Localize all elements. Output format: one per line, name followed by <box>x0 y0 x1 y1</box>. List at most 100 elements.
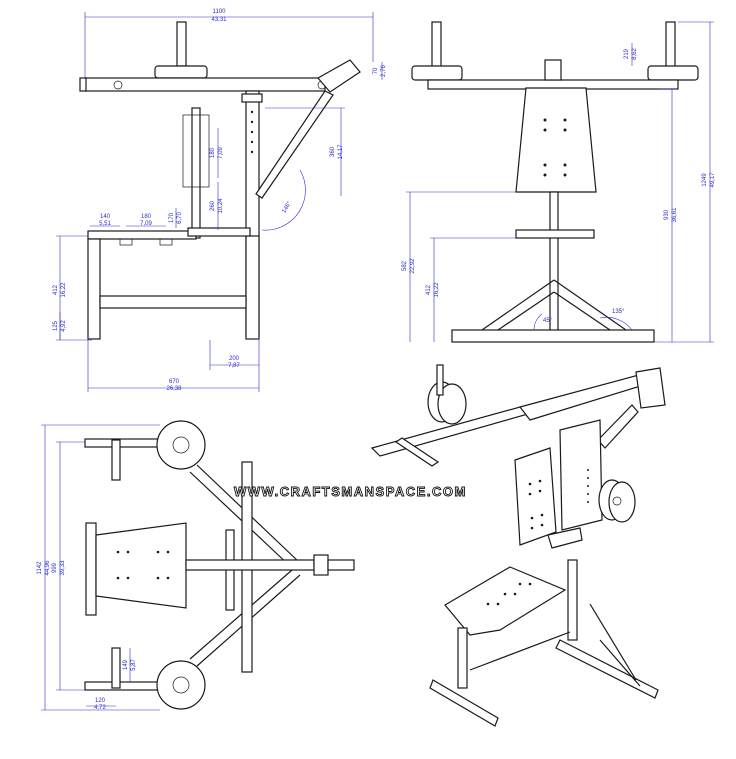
top-peg-upper <box>111 439 121 481</box>
base-rail <box>99 295 247 309</box>
top-lever-end <box>327 559 355 571</box>
top-peg-lower <box>111 647 121 689</box>
plate-lower <box>156 660 206 710</box>
dim-seat-hole-span-in: 7,09 <box>140 221 152 227</box>
side-view: 1100 43,31 70 2,76 <box>53 9 387 392</box>
dim-seat-offset-mm: 140 <box>100 214 111 220</box>
iso-backrest-holes <box>528 479 544 530</box>
iso-column-holes <box>587 469 589 503</box>
top-view: 1142 44,96 999 39,33 149 5,87 120 4,72 <box>37 420 355 711</box>
dim-overall-depth-mm: 1142 <box>37 561 43 575</box>
iso-seat-holes <box>486 582 532 606</box>
center-hub <box>544 59 562 81</box>
right-plate-post <box>665 21 676 71</box>
top-lever-clamp <box>313 554 329 576</box>
upright-clamp <box>241 93 263 103</box>
top-seat-edge <box>85 522 97 616</box>
seat-support <box>187 227 251 237</box>
diagonal-brace <box>255 90 334 199</box>
dim-arm-length-in: 14,17 <box>338 144 344 160</box>
top-rail-lower <box>84 681 166 691</box>
dim-peg-offset-mm: 120 <box>95 698 106 704</box>
dim-overall-width-mm: 1100 <box>213 9 227 15</box>
dim-upright-height-mm: 260 <box>210 200 216 211</box>
dim-slot-spacing-mm: 180 <box>210 147 216 158</box>
dim-rear-offset-in: 7,87 <box>228 363 240 369</box>
dim-bar-height-front-in: 36,61 <box>672 207 678 223</box>
plate-lower-hub <box>172 676 190 694</box>
iso-lever-top <box>635 367 666 409</box>
dim-backrest-base-mm: 582 <box>402 260 408 271</box>
dim-overall-depth-in: 44,96 <box>45 560 51 576</box>
dim-seat-height-front-in: 16,22 <box>434 282 440 298</box>
iso-rear-leg <box>567 559 578 641</box>
iso-post-left <box>436 364 444 396</box>
backrest-top-holes <box>116 550 170 580</box>
iso-seat <box>444 566 567 636</box>
dim-peg-length-mm: 149 <box>123 659 129 670</box>
backrest-top <box>95 522 187 609</box>
dim-rear-offset-mm: 200 <box>229 356 240 362</box>
dim-seat-offset-in: 5,51 <box>99 221 111 227</box>
dim-seat-height-front-mm: 412 <box>426 284 432 295</box>
dim-upright-height-in: 10,24 <box>218 198 224 214</box>
iso-plate-right-inner <box>608 481 636 523</box>
front-leg <box>87 238 101 340</box>
dim-bar-height-mm: 70 <box>373 67 379 74</box>
dim-foot-height-in: 4,92 <box>61 320 67 332</box>
plate-post <box>176 21 187 67</box>
seat-front <box>515 229 595 239</box>
dim-plate-offset-mm: 219 <box>624 48 630 59</box>
dim-peg-offset-in: 4,72 <box>94 705 106 711</box>
iso-base-foot-right <box>555 639 659 699</box>
lever-arm <box>317 59 361 93</box>
right-plates <box>647 65 699 81</box>
plate-stack <box>154 65 208 79</box>
dim-leg-angle-inner: 45° <box>543 318 553 324</box>
dim-seat-hole-span-mm: 180 <box>141 214 152 220</box>
dim-seat-thickness-in: 6,70 <box>177 212 183 224</box>
bar-hole <box>113 80 123 90</box>
backrest-holes <box>543 118 567 177</box>
iso-peg-upper <box>394 437 440 467</box>
dim-foot-height-mm: 125 <box>53 320 59 331</box>
adjust-holes <box>250 110 254 154</box>
seat-board <box>87 230 197 240</box>
iso-backrest-bracket <box>547 527 583 549</box>
backrest-pad-front <box>515 87 597 193</box>
dim-base-length-in: 26,38 <box>166 386 182 392</box>
dim-seat-thickness-mm: 170 <box>169 212 175 223</box>
dim-bar-height-front-mm: 930 <box>664 209 670 220</box>
iso-front-leg <box>457 627 468 689</box>
dim-seat-height-in: 16,22 <box>61 282 67 298</box>
iso-plate-right-hub <box>612 496 622 506</box>
rear-leg <box>245 235 260 340</box>
iso-backrest <box>514 447 557 546</box>
isometric-view <box>370 364 666 727</box>
top-rail-upper <box>84 438 166 448</box>
iso-plate-left-inner <box>437 383 467 425</box>
dim-base-length-mm: 670 <box>169 379 180 385</box>
front-base <box>451 329 655 343</box>
seat-brackets <box>119 238 173 246</box>
dim-total-height-mm: 1249 <box>702 173 708 187</box>
iso-main-column <box>559 419 603 531</box>
front-view: 45° 135° 219 8,62 1249 49,17 930 36,61 5… <box>402 21 716 343</box>
dim-frame-depth-mm: 999 <box>52 562 58 573</box>
dim-plate-offset-in: 8,62 <box>632 48 638 60</box>
dim-backrest-base-in: 22,92 <box>410 258 416 274</box>
top-spine <box>185 559 315 571</box>
dim-frame-depth-in: 39,33 <box>60 560 66 576</box>
backrest-post <box>191 107 201 239</box>
dim-seat-height-mm: 412 <box>53 284 59 295</box>
dim-peg-length-in: 5,87 <box>131 659 137 671</box>
iso-base-foot-left <box>429 679 499 727</box>
dim-slot-spacing-in: 7,09 <box>218 147 224 159</box>
dim-arm-angle: 146° <box>281 200 293 214</box>
main-bar <box>84 77 326 92</box>
watermark: WWW.CRAFTSMANSPACE.COM <box>234 484 467 500</box>
bar-end-cap <box>79 77 87 92</box>
iso-lever-arm <box>597 404 639 449</box>
left-plates <box>411 65 463 81</box>
